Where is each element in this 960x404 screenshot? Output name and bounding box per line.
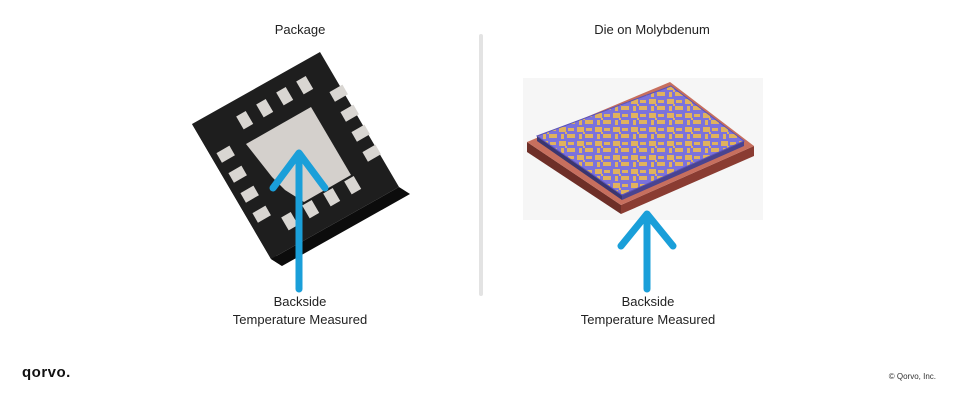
caption-line-1: Backside: [621, 294, 675, 309]
caption-line-1: Backside: [273, 294, 327, 309]
copyright-text: © Qorvo, Inc.: [888, 372, 936, 381]
qorvo-logo: qorvo.: [22, 364, 71, 381]
die-on-molybdenum-title: Die on Molybdenum: [594, 22, 710, 37]
panel-divider: [479, 34, 483, 296]
up-arrow-icon: [617, 210, 677, 293]
package-title: Package: [274, 22, 326, 37]
die-caption: Backside Temperature Measured: [518, 293, 778, 329]
caption-line-2: Temperature Measured: [580, 312, 716, 327]
up-arrow-icon: [269, 149, 329, 293]
mmic-die-icon: [523, 78, 763, 220]
package-caption: Backside Temperature Measured: [170, 293, 430, 329]
caption-line-2: Temperature Measured: [232, 312, 368, 327]
